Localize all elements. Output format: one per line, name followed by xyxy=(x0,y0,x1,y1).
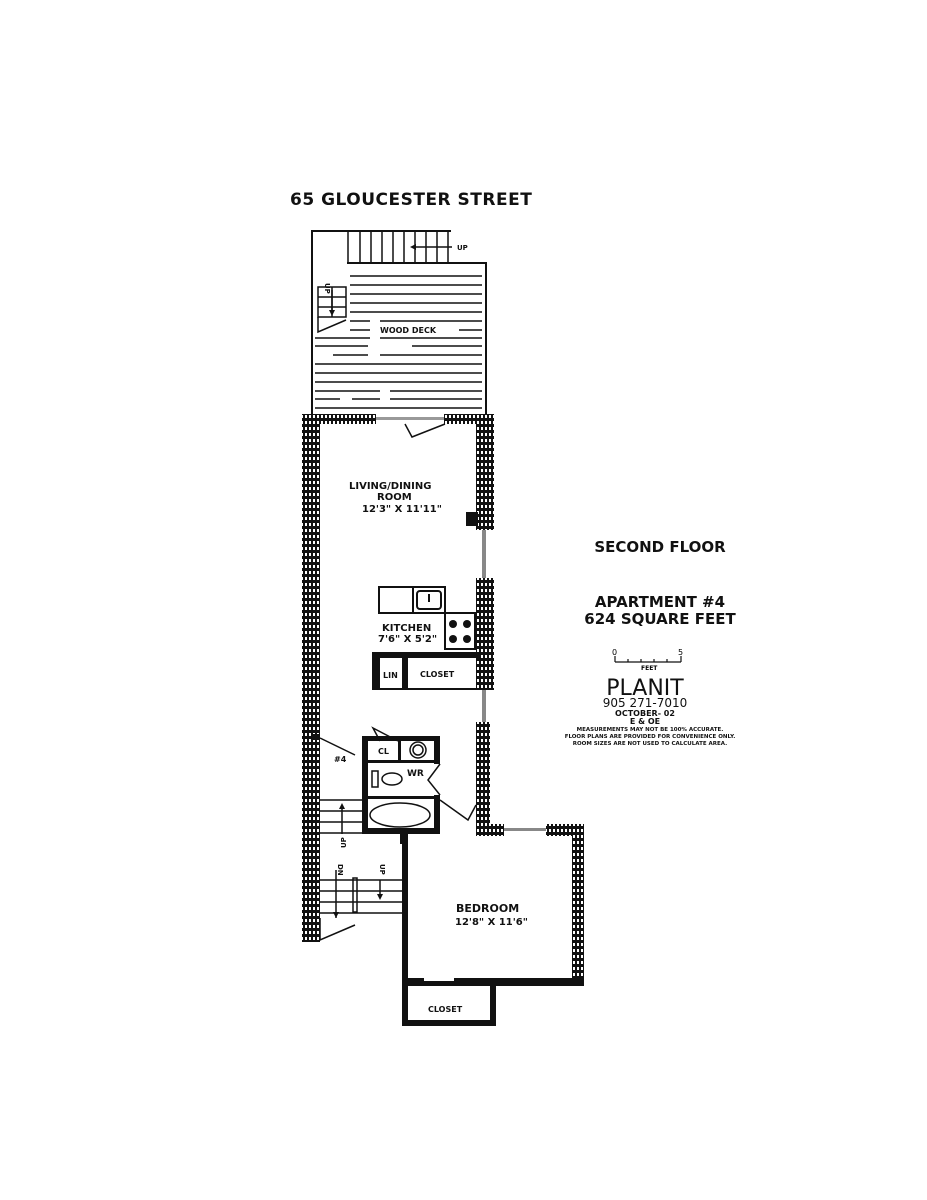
stove-burners xyxy=(449,620,471,643)
company-name: PLANIT xyxy=(606,676,684,701)
disclaimer: MEASUREMENTS MAY NOT BE 100% ACCURATE. F… xyxy=(555,727,745,748)
living-room-name-1: LIVING/DINING xyxy=(349,481,431,492)
exterior-walls xyxy=(302,414,584,1026)
company-phone: 905 271-7010 xyxy=(602,696,688,710)
disclaimer-line-1: MEASUREMENTS MAY NOT BE 100% ACCURATE. xyxy=(576,727,724,733)
kitchen-size: 7'6" X 5'2" xyxy=(378,634,437,645)
deck-boards xyxy=(315,275,482,409)
stairs-up-label-2: UP xyxy=(378,864,386,875)
stairs-down-label: DN xyxy=(336,864,344,876)
disclaimer-line-2: FLOOR PLANS ARE PROVIDED FOR CONVENIENCE… xyxy=(564,734,736,740)
bedroom-size: 12'8" X 11'6" xyxy=(455,917,528,928)
scale-unit: FEET xyxy=(641,665,658,672)
disclaimer-line-3: ROOM SIZES ARE NOT USED TO CALCULATE ARE… xyxy=(572,741,728,747)
entry-door xyxy=(404,423,446,438)
interior-stairs xyxy=(319,799,402,942)
wood-deck: WOOD DECK UP UP xyxy=(311,230,487,415)
wood-deck-label: WOOD DECK xyxy=(380,326,437,335)
wr-label: WR xyxy=(407,769,424,779)
closet-label: CLOSET xyxy=(420,670,455,679)
deck-stairs-top xyxy=(347,232,452,262)
living-room-name-2: ROOM xyxy=(377,492,412,503)
bedroom-closet-label: CLOSET xyxy=(428,1005,463,1014)
deck-stairs-up-label: UP xyxy=(457,244,468,252)
scale-start: 0 xyxy=(612,648,617,657)
apartment-area: 624 SQUARE FEET xyxy=(584,610,736,628)
living-room-size: 12'3" X 11'11" xyxy=(362,504,442,515)
stairs-up-label-1: UP xyxy=(340,837,348,848)
plan-date: OCTOBER- 02 xyxy=(615,709,675,718)
plan-initials: E & OE xyxy=(629,717,661,726)
deck-stairs-side xyxy=(317,286,347,334)
building-address-title: 65 GLOUCESTER STREET xyxy=(290,190,533,210)
apartment-info: APARTMENT #4 624 SQUARE FEET xyxy=(555,594,765,628)
floor-label: SECOND FLOOR xyxy=(594,538,726,556)
bathroom xyxy=(312,726,477,844)
unit-number-label: #4 xyxy=(334,755,347,764)
kitchen-fixtures xyxy=(372,586,479,690)
bedroom-name: BEDROOM xyxy=(456,902,519,915)
cl-label: CL xyxy=(378,747,389,756)
linen-label: LIN xyxy=(383,671,398,680)
apartment-number: APARTMENT #4 xyxy=(594,593,726,611)
scale-end: 5 xyxy=(678,648,683,657)
kitchen-name: KITCHEN xyxy=(382,623,431,634)
deck-side-stairs-up-label: UP xyxy=(323,283,331,294)
scale-bar xyxy=(614,656,682,663)
